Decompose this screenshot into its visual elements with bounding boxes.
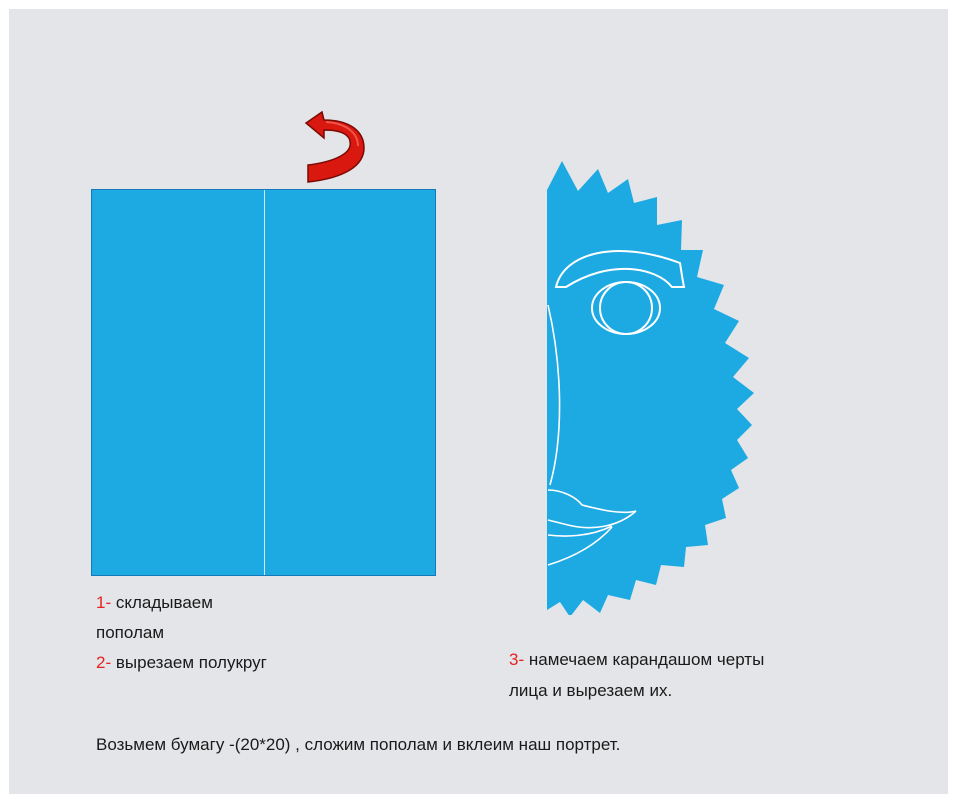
step-2-text: вырезаем полукруг	[115, 653, 267, 672]
fold-line	[264, 190, 265, 575]
folded-paper-sheet	[91, 189, 436, 576]
step-1-text-cont: пополам	[96, 623, 165, 642]
step-1-text: складываем	[115, 593, 213, 612]
step-3-continuation: лица и вырезаем их.	[509, 678, 672, 704]
step-3-number: 3-	[509, 650, 525, 669]
footer-instruction: Возьмем бумагу -(20*20) , сложим пополам…	[96, 735, 621, 754]
step-3-line: 3- намечаем карандашом черты	[509, 647, 764, 673]
step-3-text: намечаем карандашом черты	[528, 650, 765, 669]
curved-arrow-icon	[304, 110, 365, 183]
step-1-continuation: пополам	[96, 620, 164, 646]
half-sun-face-icon	[547, 161, 754, 615]
step-1-line: 1- складываем	[96, 590, 213, 616]
step-2-number: 2-	[96, 653, 112, 672]
step-2-line: 2- вырезаем полукруг	[96, 650, 267, 676]
step-3-text-cont: лица и вырезаем их.	[509, 681, 673, 700]
step-1-number: 1-	[96, 593, 112, 612]
